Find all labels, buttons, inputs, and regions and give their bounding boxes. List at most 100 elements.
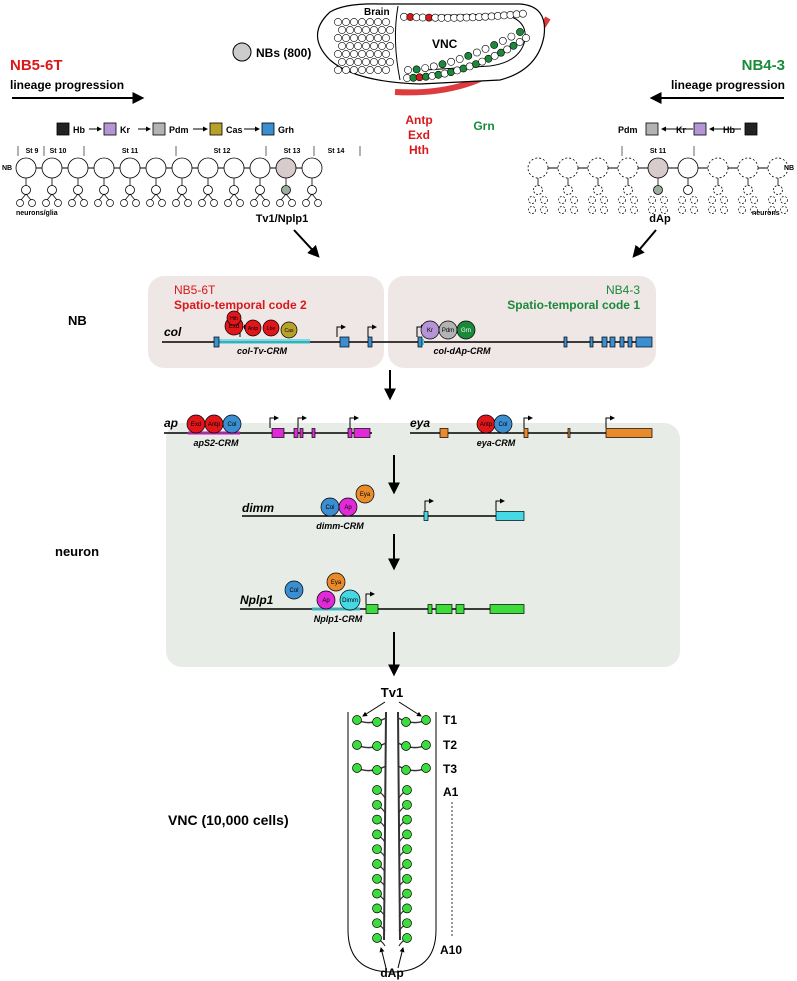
- lineage-neuron: [262, 199, 270, 207]
- brain-nb-cell: [370, 58, 378, 66]
- lineage-neuron: [210, 199, 218, 207]
- vnc-nb-cell: [481, 45, 490, 53]
- lineage-neuron: [738, 206, 746, 214]
- nplp1-tss-1: [365, 591, 375, 604]
- ap-exon-4: [347, 428, 353, 438]
- nplp1-exon-0: [365, 604, 379, 614]
- nb-legend-label: NBs (800): [256, 46, 311, 60]
- lineage-neuron: [528, 206, 536, 214]
- lineage-neuron: [146, 199, 154, 207]
- vnc-neuron: [352, 763, 362, 773]
- vnc-nb-cell: [515, 38, 524, 46]
- embryo-nb-cells: [334, 9, 530, 82]
- vnc-nb-cell: [519, 9, 527, 18]
- col-tss-2: [336, 324, 346, 337]
- embryo-schematic: Brain VNC NBs (800) Antp Exd Hth Grn: [232, 3, 551, 157]
- dimm-tss-2: [495, 498, 505, 511]
- factor-grn-label: Grn: [473, 119, 494, 133]
- lineage-neuron: [618, 196, 626, 204]
- vnc-left-axon-tract: [383, 711, 387, 941]
- brain-nb-cell: [334, 34, 342, 42]
- brain-nb-cell: [366, 18, 374, 26]
- nplp1-crm-bar: [312, 607, 360, 611]
- nplp1-factor-ap-label: Ap: [322, 598, 330, 604]
- brain-nb-cell: [362, 42, 370, 50]
- brain-nb-cell: [382, 66, 390, 74]
- dap-right-arrow: [397, 947, 405, 969]
- nplp1-exon-1: [427, 604, 433, 614]
- lineage-neuron: [750, 196, 758, 204]
- lineage-branch: [103, 193, 110, 201]
- lineage-neuron: [738, 196, 746, 204]
- eya-exon-0: [439, 428, 449, 438]
- lineage-nb: [171, 157, 193, 179]
- col-factor-lbe-label: Lbe: [267, 326, 276, 332]
- nb-right-title: NB4-3: [606, 283, 640, 297]
- brain-nb-cell: [346, 42, 354, 50]
- brain-nb-cell: [370, 42, 378, 50]
- col-exon-6: [601, 336, 608, 348]
- nplp1-exon-2: [435, 604, 453, 614]
- lineage-nb: [707, 157, 729, 179]
- nb-legend-icon: [232, 42, 252, 62]
- vnc-neuron: [372, 844, 382, 855]
- eya-exon-1: [523, 428, 529, 438]
- lineage-branch: [306, 193, 313, 201]
- factor-exd-label: Exd: [408, 128, 430, 142]
- lineage-neuron: [540, 206, 548, 214]
- vnc-dap-label: dAp: [380, 966, 403, 980]
- brain-nb-cell: [378, 58, 386, 66]
- vnc-neuron: [402, 799, 412, 810]
- vnc-nb-cell: [438, 60, 447, 69]
- vnc-tv1-label: Tv1: [381, 685, 403, 700]
- brain-vnc-divider: [394, 5, 401, 81]
- lineage-branch: [124, 193, 131, 201]
- lineage-branch: [228, 193, 235, 201]
- lineage-neuron: [630, 196, 638, 204]
- ap-gene-label: ap: [164, 416, 178, 430]
- vnc-neuron: [372, 918, 382, 929]
- col-exon-1: [339, 336, 350, 348]
- lineage-gmc: [229, 185, 239, 195]
- left-factor-box-cas: [209, 122, 223, 136]
- dimm-factor-eya-circle: [355, 484, 375, 504]
- col-factor-exd-label: Exd: [229, 324, 239, 330]
- lineage-neuron: [720, 206, 728, 214]
- left-stage-label: St 13: [284, 148, 301, 155]
- vnc-nb-cell: [503, 45, 512, 54]
- lineage-branch: [77, 193, 84, 201]
- col-tv-crm-bar: [214, 339, 310, 344]
- dimm-factor-ap-circle: [338, 497, 358, 517]
- left-factor-box-grh: [261, 122, 275, 136]
- left-stage-label: St 9: [26, 148, 39, 155]
- vnc-nb-cell: [434, 70, 443, 79]
- brain-nb-cell: [338, 58, 346, 66]
- lineage-nb: [15, 157, 37, 179]
- lineage-nb: [67, 157, 89, 179]
- brain-nb-cell: [370, 26, 378, 34]
- col-exon-10: [635, 336, 653, 348]
- lineage-branch: [311, 193, 318, 201]
- vnc-neuron: [402, 829, 412, 840]
- vnc-nb-cell: [464, 52, 473, 60]
- vnc-nb-cell: [412, 65, 421, 74]
- vnc-neuron: [421, 715, 431, 725]
- lineage-neuron: [720, 196, 728, 204]
- ap-factor-col-label: Col: [227, 422, 236, 428]
- eya-exon-2: [567, 428, 571, 438]
- col-factor-grn-label: Grn: [461, 328, 471, 334]
- vnc-nb-cell: [429, 62, 438, 71]
- nplp1-factor-eya-label: Eya: [331, 580, 342, 586]
- lineage-nb: [119, 157, 141, 179]
- lineage-branch: [176, 193, 183, 201]
- vnc-neuron: [401, 741, 411, 751]
- lineage-neuron: [106, 199, 114, 207]
- lineage-nb: [197, 157, 219, 179]
- lineage-neuron: [780, 206, 788, 214]
- lineage-nb: [301, 157, 323, 179]
- ap-tss-1: [269, 415, 279, 428]
- dimm-exon-1: [495, 511, 525, 521]
- lineage-branch: [202, 193, 209, 201]
- lineage-branch: [155, 193, 162, 201]
